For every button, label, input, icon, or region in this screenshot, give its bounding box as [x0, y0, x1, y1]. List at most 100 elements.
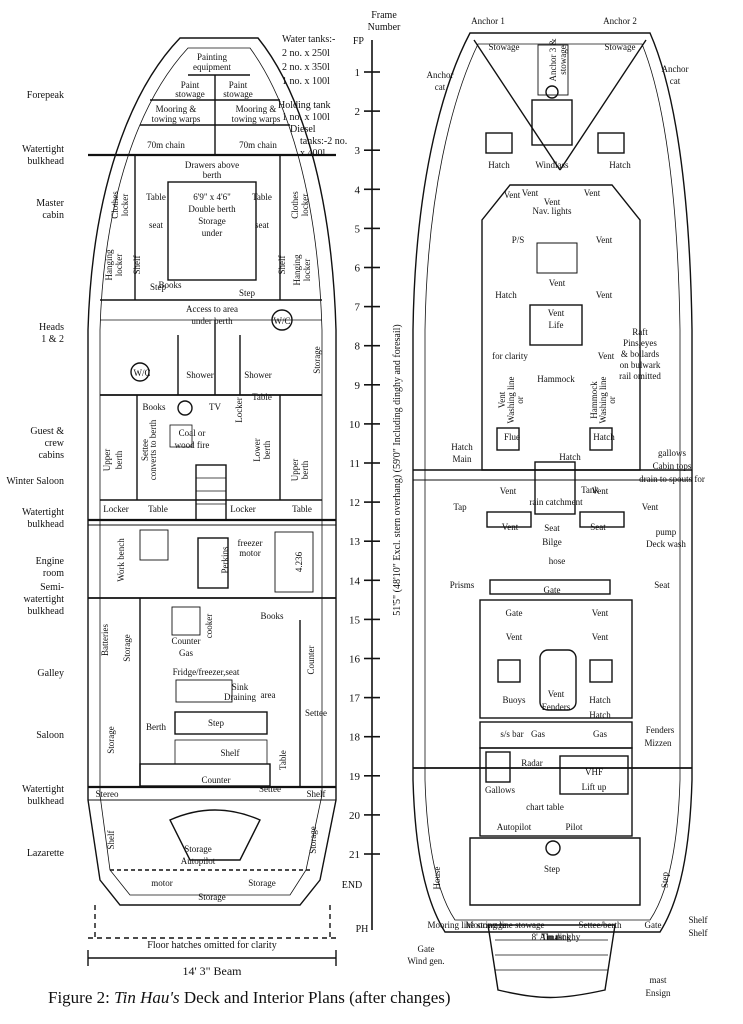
deck-label: Cabin tops [653, 461, 692, 471]
interior-side-label: Lazarette [27, 848, 65, 859]
interior-room-label: converts to berth [148, 419, 158, 480]
interior-side-label: Engine [36, 556, 65, 567]
deck-label: Vent [642, 502, 659, 512]
interior-room-label: Storage [308, 826, 318, 854]
interior-room-label: Batteries [100, 624, 110, 656]
interior-room-label: Stereo [96, 789, 119, 799]
frame-number: 7 [355, 302, 361, 314]
interior-room-label: seat [149, 220, 163, 230]
interior-room-label: Painting [197, 52, 228, 62]
deck-label: Autopilot [497, 822, 532, 832]
figure-caption: Figure 2: Tin Hau's Deck and Interior Pl… [48, 988, 518, 1008]
interior-room-label: cooker [204, 614, 214, 639]
diesel-tank-line: tanks:-2 no. [300, 136, 347, 147]
floor-note: Floor hatches omitted for clarity [147, 940, 276, 951]
interior-side-label: Heads [39, 322, 64, 333]
deck-label: Tap [453, 502, 467, 512]
deck-label: drain to spouts for [639, 474, 705, 484]
caption-prefix: Figure 2: [48, 988, 115, 1007]
deck-label: Gas [531, 729, 545, 739]
deck-label: Anchor [427, 70, 454, 80]
deck-label: Lift up [582, 782, 607, 792]
interior-room-label: Locker [234, 397, 244, 422]
deck-label: Flue [504, 432, 520, 442]
interior-room-label: Clothes [290, 191, 300, 219]
deck-label: Step [544, 864, 561, 874]
interior-room-label: Upper [290, 459, 300, 482]
holding-tank-line: 1 no. x 100l [282, 112, 330, 123]
interior-room-label: Paint [229, 80, 248, 90]
frame-number: 3 [355, 145, 361, 157]
deck-label: Bilge [542, 537, 562, 547]
interior-room-label: stowage [175, 89, 205, 99]
deck-label: Hatch [589, 710, 611, 720]
deck-label: stowage [558, 45, 568, 75]
deck-label: cat [435, 82, 446, 92]
interior-room-label: Clothes [110, 191, 120, 219]
caption-suffix: Deck and Interior Plans (after changes) [179, 988, 451, 1007]
deck-label: pump [656, 527, 677, 537]
interior-room-label: towing warps [152, 114, 201, 124]
frame-tickmarks [364, 71, 380, 855]
deck-label: for clarity [492, 351, 528, 361]
frame-ph: PH [356, 924, 369, 935]
deck-label: Seat [544, 523, 560, 533]
deck-label: Hatch [559, 452, 581, 462]
deck-label: Gas [593, 729, 607, 739]
interior-room-label: Storage [106, 726, 116, 754]
frame-number: 5 [355, 223, 361, 235]
deck-label: Vent [544, 197, 561, 207]
interior-side-label: Watertight [22, 784, 64, 795]
deck-label: Washing line [506, 376, 516, 423]
interior-side-label: Semi- [40, 582, 64, 593]
interior-side-label: cabins [38, 450, 64, 461]
frame-number: 16 [349, 654, 361, 666]
interior-room-label: under [202, 228, 223, 238]
deck-label: Pilot [565, 822, 583, 832]
interior-room-label: locker [120, 194, 130, 217]
deck-label: 8' Alu.dinghy [532, 932, 581, 942]
deck-label: Vent [502, 522, 519, 532]
deck-label: Raft [632, 327, 648, 337]
interior-room-label: motor [151, 878, 173, 888]
deck-label: gallows [658, 448, 686, 458]
interior-room-label: Berth [146, 722, 166, 732]
deck-label: Buoys [502, 695, 526, 705]
interior-room-label: locker [300, 194, 310, 217]
interior-side-label: bulkhead [27, 796, 64, 807]
deck-label: Settee/berth [579, 920, 622, 930]
deck-label: hose [549, 556, 566, 566]
interior-room-label: Autopilot [181, 856, 216, 866]
deck-label: Hatch [589, 695, 611, 705]
interior-side-label: room [43, 568, 64, 579]
interior-room-label: Shower [186, 370, 214, 380]
interior-room-label: Books [158, 280, 182, 290]
interior-room-label: Shelf [132, 255, 142, 274]
deck-label: Vent [548, 689, 565, 699]
interior-side-label: 1 & 2 [41, 334, 64, 345]
interior-room-label: Drawers above [185, 160, 239, 170]
deck-label: Vent [522, 188, 539, 198]
interior-room-label: Access to area [186, 304, 238, 314]
interior-side-label: bulkhead [27, 519, 64, 530]
interior-room-label: berth [203, 170, 222, 180]
interior-room-label: Lower [252, 438, 262, 462]
holding-tank-title: Holding tank [278, 100, 331, 111]
deck-label: Tin tack [541, 932, 571, 942]
interior-room-label: TV [209, 402, 221, 412]
interior-room-label: Paint [181, 80, 200, 90]
interior-room-label: Mooring & [156, 104, 197, 114]
interior-room-label: Step [150, 282, 167, 292]
deck-label: Shelf [689, 915, 708, 925]
deck-label: Wind gen. [407, 956, 444, 966]
interior-room-label: Table [278, 750, 288, 770]
deck-label: Anchor [662, 64, 689, 74]
frame-number: 15 [349, 614, 361, 626]
interior-room-label: Settee [305, 708, 327, 718]
interior-side-label: Watertight [22, 144, 64, 155]
interior-room-label: Settee [140, 439, 150, 461]
frame-number: 10 [349, 419, 361, 431]
deck-label: Vent [592, 632, 609, 642]
interior-room-label: Counter [306, 646, 316, 675]
deck-label: Mizzen [645, 738, 672, 748]
